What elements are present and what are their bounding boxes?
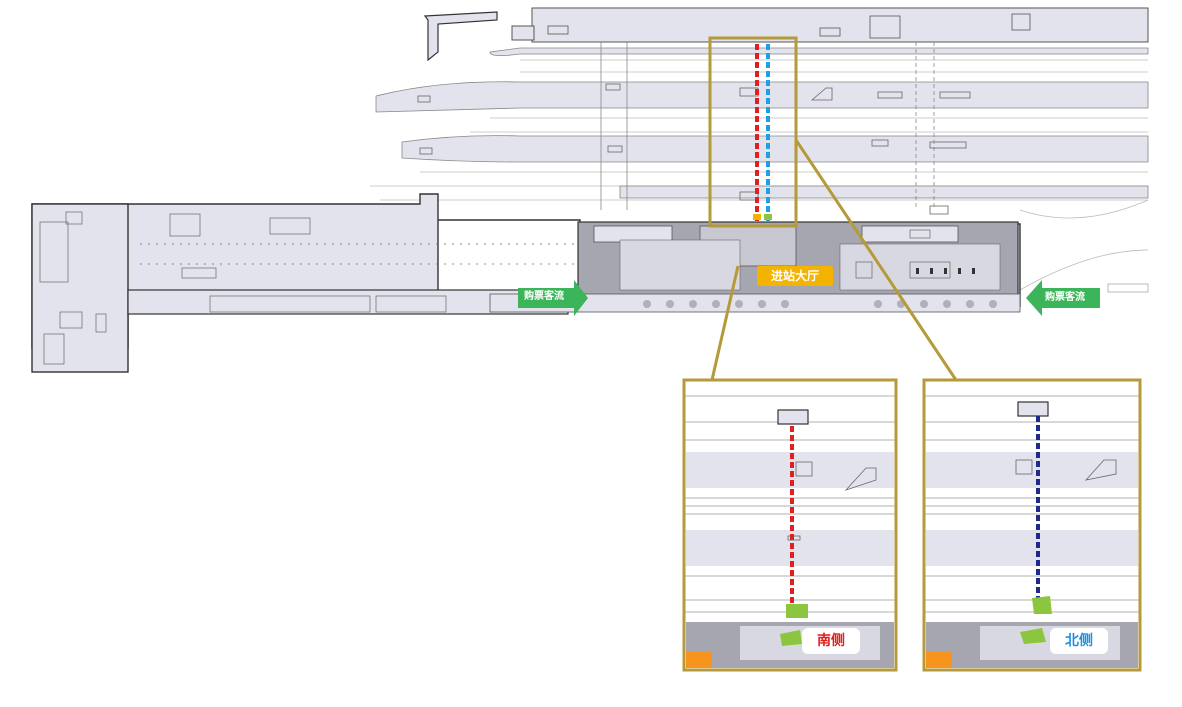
south-inset-frame: [682, 378, 898, 672]
concourse-left-block: [593, 225, 673, 243]
track-curve-2: [1019, 249, 1149, 291]
south-inset-orange-block: [686, 652, 712, 668]
north-inset: [922, 378, 1142, 672]
north-inset-frame: [922, 378, 1142, 672]
south-inset-passenger-marker-2: [780, 630, 802, 646]
platform-3: [401, 135, 1149, 163]
platform-1: [489, 47, 1149, 56]
platform-4: [619, 185, 1149, 199]
north-inset-orange-block: [926, 652, 952, 668]
north-inset-top-block: [1017, 401, 1049, 417]
right-arrow-icon: [518, 280, 588, 316]
south-side-label: 南侧: [802, 628, 860, 654]
entrance-hall-label: 进站大厅: [757, 266, 833, 286]
north-annex: [511, 25, 535, 41]
north-inset-platform-b: [926, 530, 1138, 566]
south-inset-top-block: [777, 409, 809, 425]
north-side-label: 北侧: [1050, 628, 1108, 654]
vertical-guide-lines: [600, 42, 935, 210]
north-building: [531, 7, 1149, 43]
callout-line-south: [710, 265, 740, 381]
walkway-columns: [643, 300, 997, 308]
north-hook-structure: [423, 11, 498, 62]
building-interior-details: [39, 211, 951, 365]
callout-line-north: [794, 139, 958, 381]
overview-markers: [916, 268, 975, 274]
north-building-details: [547, 13, 1031, 39]
north-inset-passenger-marker-2: [1020, 628, 1046, 644]
route-end-green: [764, 214, 772, 220]
route-end-yellow: [753, 214, 761, 220]
walkway: [489, 293, 1021, 313]
north-inset-passenger-marker: [1032, 596, 1052, 614]
south-inset: [682, 378, 898, 672]
west-wing: [31, 203, 129, 373]
track-curve: [1019, 199, 1149, 219]
platform-details: [417, 83, 1149, 293]
highlight-frame: [708, 36, 798, 228]
left-arrow-icon: [1026, 280, 1100, 316]
south-inset-passenger-marker: [786, 604, 808, 618]
ticket-flow-right-label: 购票客流: [1045, 292, 1085, 303]
concourse-hall-floor-2: [839, 243, 1001, 291]
concourse-hall-floor: [619, 239, 741, 291]
overview-map: [31, 7, 1149, 373]
platform-2: [375, 81, 1149, 113]
ticket-flow-left-label: 购票客流: [524, 291, 564, 302]
